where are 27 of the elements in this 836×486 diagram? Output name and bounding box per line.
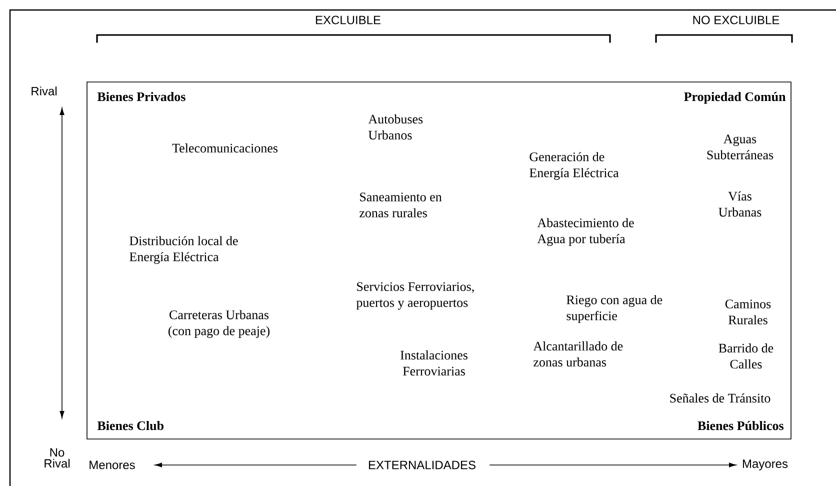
item-label: Saneamiento en zonas rurales xyxy=(360,192,442,218)
item-label: Distribución local de Energía Eléctrica xyxy=(130,236,238,264)
item-label: Señales de Tránsito xyxy=(670,393,770,403)
item-label: Alcantarillado de zonas urbanas xyxy=(533,341,623,367)
axis-label: EXCLUIBLE xyxy=(316,16,380,24)
item-label: Vías Urbanas xyxy=(718,191,762,217)
axis-label: Mayores xyxy=(742,460,788,470)
quadrant-heading: Propiedad Común xyxy=(684,92,786,104)
item-label: Barrido de Calles xyxy=(718,343,774,369)
axis-label: NO EXCLUIBLE xyxy=(693,16,780,24)
item-label: Abastecimiento de Agua por tubería xyxy=(537,218,634,246)
item-label: Caminos Rurales xyxy=(725,300,771,324)
axis-label: EXTERNALIDADES xyxy=(368,460,476,470)
quadrant-heading: Bienes Club xyxy=(97,420,164,430)
axis-label: Rival xyxy=(32,86,57,96)
item-label: Riego con agua de superficie xyxy=(566,295,662,323)
item-label: Servicios Ferroviarios, puertos y aeropuertos xyxy=(356,282,474,310)
item-label: Generación de Energía Eléctrica xyxy=(530,152,619,180)
item-label: Telecomunicaciones xyxy=(172,143,278,153)
quadrant-heading: Bienes Privados xyxy=(97,92,186,102)
axis-label: No Rival xyxy=(44,448,70,468)
item-label: Instalaciones Ferroviarias xyxy=(400,350,468,376)
quadrant-heading: Bienes Públicos xyxy=(698,420,784,430)
item-label: Carreteras Urbanas (con pago de peaje) xyxy=(168,310,270,338)
item-label: Autobuses Urbanos xyxy=(368,114,423,140)
axis-label: Menores xyxy=(90,460,135,470)
item-label: Aguas Subterráneas xyxy=(707,134,774,160)
